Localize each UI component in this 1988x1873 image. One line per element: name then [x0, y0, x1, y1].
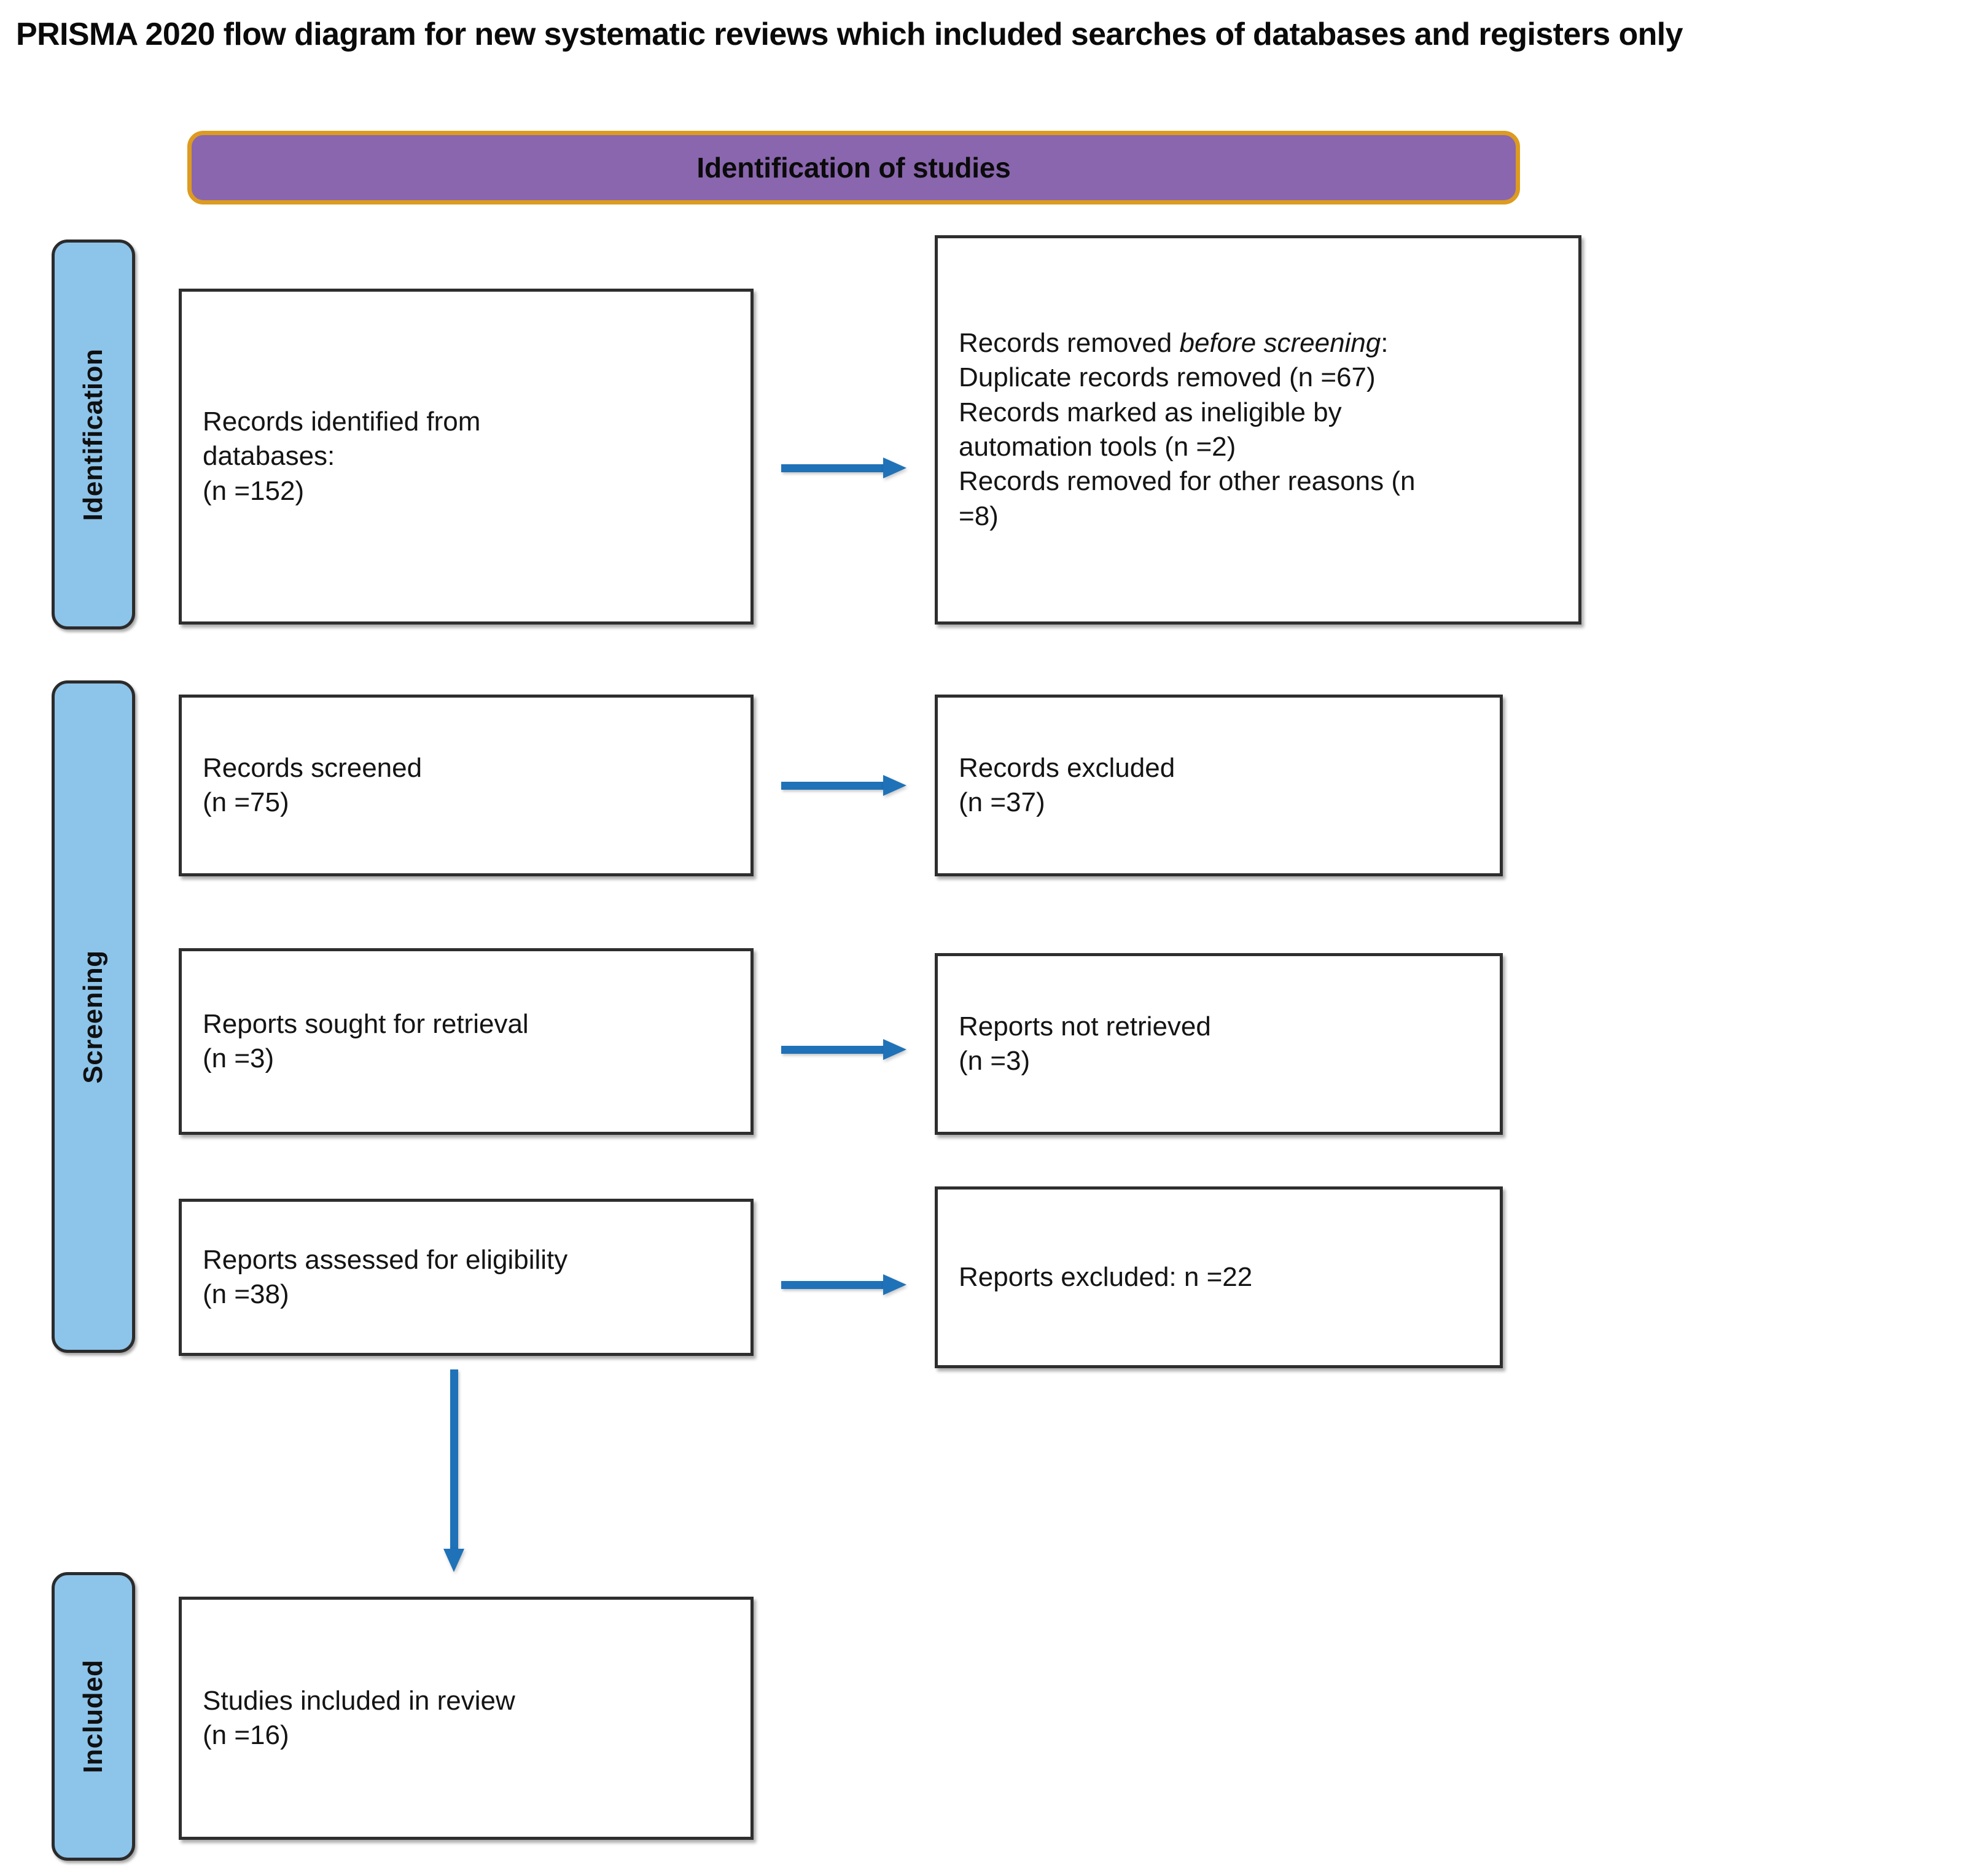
flow-box-reports-excluded-text: Reports excluded: n =22 — [938, 1260, 1500, 1295]
arrow-right-icon-sought-to-not-retrieved — [781, 1039, 906, 1060]
phase-rail-identification-label: Identification — [78, 348, 108, 521]
records-excluded-label: Records excluded — [959, 752, 1175, 783]
arrow-right-icon-screened-to-excluded — [781, 775, 906, 796]
records-identified-line-2: databases: — [203, 441, 335, 472]
reports-assessed-count: (n =38) — [203, 1279, 289, 1309]
records-removed-heading-prefix: Records removed — [959, 328, 1180, 359]
page-title: PRISMA 2020 flow diagram for new systema… — [16, 17, 1683, 52]
flow-box-reports-assessed-text: Reports assessed for eligibility (n =38) — [182, 1243, 750, 1312]
reports-sought-label: Reports sought for retrieval — [203, 1008, 529, 1039]
arrow-head — [443, 1549, 464, 1572]
reports-excluded-label: Reports excluded: n =22 — [959, 1261, 1253, 1292]
phase-rail-included-label: Included — [78, 1659, 108, 1774]
flow-box-records-excluded: Records excluded (n =37) — [935, 695, 1503, 876]
flow-box-reports-excluded: Reports excluded: n =22 — [935, 1186, 1503, 1368]
phase-rail-included: Included — [52, 1572, 135, 1861]
arrow-shaft — [781, 1281, 883, 1289]
stage-banner-label: Identification of studies — [696, 152, 1011, 184]
flow-box-records-identified-text: Records identified from databases: (n =1… — [182, 405, 750, 508]
arrow-shaft — [781, 464, 883, 472]
arrow-head — [883, 1039, 906, 1060]
ineligible-automation-line-1: Records marked as ineligible by — [959, 397, 1342, 427]
reports-not-retrieved-count: (n =3) — [959, 1046, 1031, 1076]
flow-box-reports-not-retrieved: Reports not retrieved (n =3) — [935, 953, 1503, 1135]
removed-other-reasons-line-1: Records removed for other reasons (n — [959, 466, 1416, 497]
records-removed-heading-suffix: : — [1381, 328, 1389, 359]
records-identified-line-1: Records identified from — [203, 407, 481, 437]
stage-banner-identification-of-studies: Identification of studies — [187, 131, 1520, 204]
studies-included-count: (n =16) — [203, 1720, 289, 1750]
flow-box-reports-sought: Reports sought for retrieval (n =3) — [179, 948, 754, 1135]
records-removed-heading-emphasis: before screening — [1179, 328, 1381, 359]
flow-box-records-removed-before-screening: Records removed before screening: Duplic… — [935, 235, 1581, 625]
ineligible-automation-line-2: automation tools (n =2) — [959, 432, 1236, 462]
flow-box-studies-included-text: Studies included in review (n =16) — [182, 1684, 750, 1753]
records-removed-heading: Records removed before screening: — [959, 326, 1557, 360]
phase-rail-identification: Identification — [52, 239, 135, 629]
phase-rail-screening-label: Screening — [78, 949, 108, 1084]
removed-other-reasons-line-2: =8) — [959, 500, 999, 531]
arrow-shaft — [781, 1046, 883, 1054]
records-excluded-count: (n =37) — [959, 787, 1045, 817]
records-identified-count: (n =152) — [203, 475, 305, 506]
flow-box-reports-sought-text: Reports sought for retrieval (n =3) — [182, 1007, 750, 1077]
flow-box-records-screened: Records screened (n =75) — [179, 695, 754, 876]
flow-box-studies-included: Studies included in review (n =16) — [179, 1597, 754, 1840]
arrow-shaft — [450, 1369, 458, 1549]
arrow-head — [883, 775, 906, 796]
flow-box-records-identified: Records identified from databases: (n =1… — [179, 289, 754, 625]
flow-box-records-excluded-text: Records excluded (n =37) — [938, 751, 1500, 820]
arrow-head — [883, 458, 906, 478]
arrow-right-icon-assessed-to-reports-excluded — [781, 1274, 906, 1295]
arrow-down-icon-assessed-to-included — [443, 1369, 464, 1572]
reports-sought-count: (n =3) — [203, 1043, 275, 1073]
arrow-shaft — [781, 782, 883, 790]
records-screened-label: Records screened — [203, 752, 423, 783]
duplicate-records-removed: Duplicate records removed (n =67) — [959, 362, 1376, 393]
studies-included-label: Studies included in review — [203, 1685, 515, 1716]
flow-box-records-removed-text: Records removed before screening: Duplic… — [938, 326, 1578, 534]
records-screened-count: (n =75) — [203, 787, 289, 817]
reports-not-retrieved-label: Reports not retrieved — [959, 1011, 1211, 1042]
reports-assessed-label: Reports assessed for eligibility — [203, 1244, 568, 1275]
flow-box-reports-not-retrieved-text: Reports not retrieved (n =3) — [938, 1010, 1500, 1079]
arrow-right-icon-identified-to-removed — [781, 458, 906, 478]
flow-box-reports-assessed: Reports assessed for eligibility (n =38) — [179, 1199, 754, 1356]
arrow-head — [883, 1274, 906, 1295]
phase-rail-screening: Screening — [52, 680, 135, 1353]
flow-box-records-screened-text: Records screened (n =75) — [182, 751, 750, 820]
